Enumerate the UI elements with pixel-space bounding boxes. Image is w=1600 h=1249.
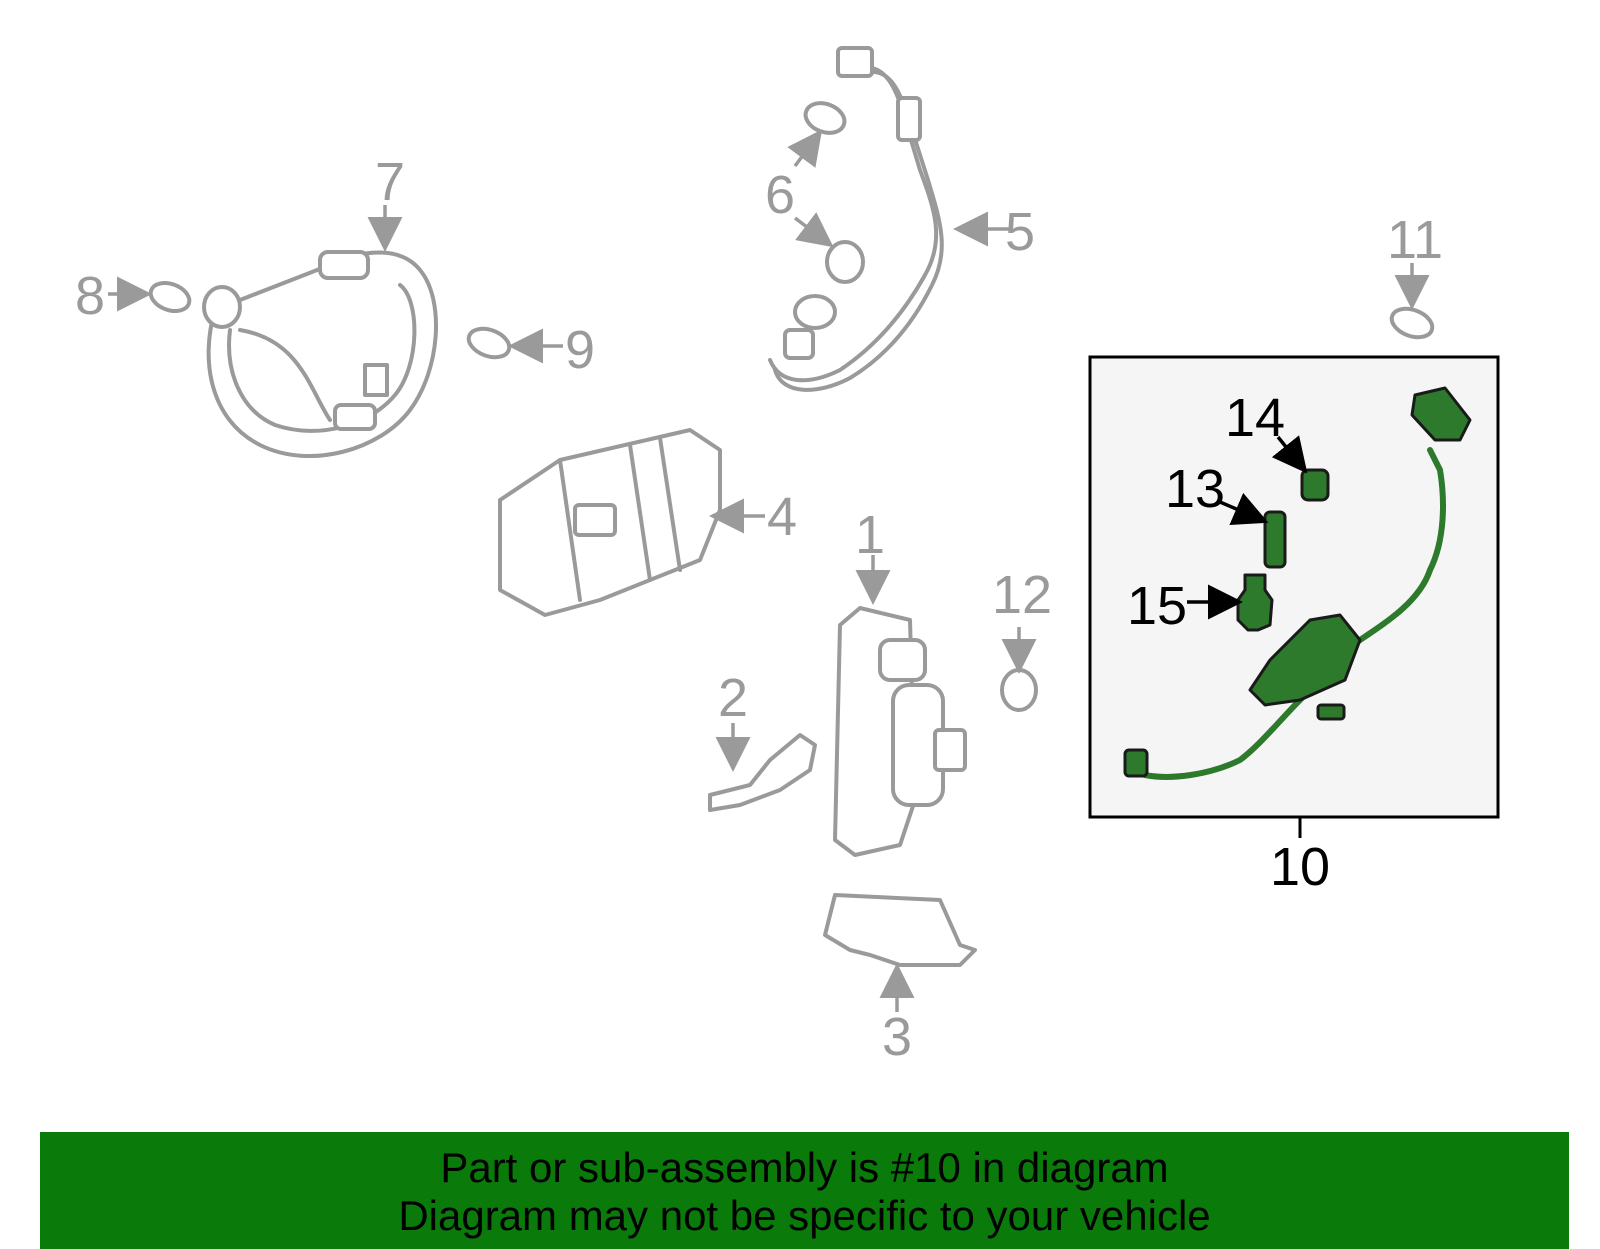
part-6-o-ring-upper [803,101,847,135]
part-14-cap [1300,468,1330,502]
part-5-hose-line [768,46,944,392]
callout-6: 6 [765,165,795,225]
part-7-hose [202,250,438,458]
callout-7: 7 [375,152,405,212]
callout-2: 2 [718,668,748,728]
callout-9: 9 [565,320,595,380]
callout-11: 11 [1387,210,1443,270]
callout-5: 5 [1005,202,1035,262]
callout-13: 13 [1165,459,1225,519]
part-13-valve-core [1263,510,1287,569]
part-1-condenser [833,606,967,857]
part-4-compressor [498,428,722,617]
callout-8: 8 [75,266,105,326]
callout-10: 10 [1270,837,1330,897]
banner-line-2: Diagram may not be specific to your vehi… [398,1192,1211,1239]
callout-15: 15 [1127,576,1187,636]
part-3-bracket [823,893,977,967]
part-12-o-ring [1000,668,1038,712]
banner-line-1: Part or sub-assembly is #10 in diagram [440,1144,1169,1191]
info-banner: Part or sub-assembly is #10 in diagram D… [40,1132,1569,1249]
part-8-o-ring [148,280,192,314]
callout-12: 12 [992,565,1052,625]
part-10-hose-assembly [1123,386,1472,780]
part-2-bracket [708,733,817,812]
part-11-o-ring [1389,306,1435,340]
callout-3: 3 [882,1007,912,1067]
callout-4: 4 [767,487,797,547]
callout-arrows [108,129,1430,1012]
part-6-o-ring-lower [825,240,865,284]
callout-1: 1 [855,505,885,565]
part-9-o-ring [466,326,512,360]
callout-14: 14 [1225,388,1285,448]
